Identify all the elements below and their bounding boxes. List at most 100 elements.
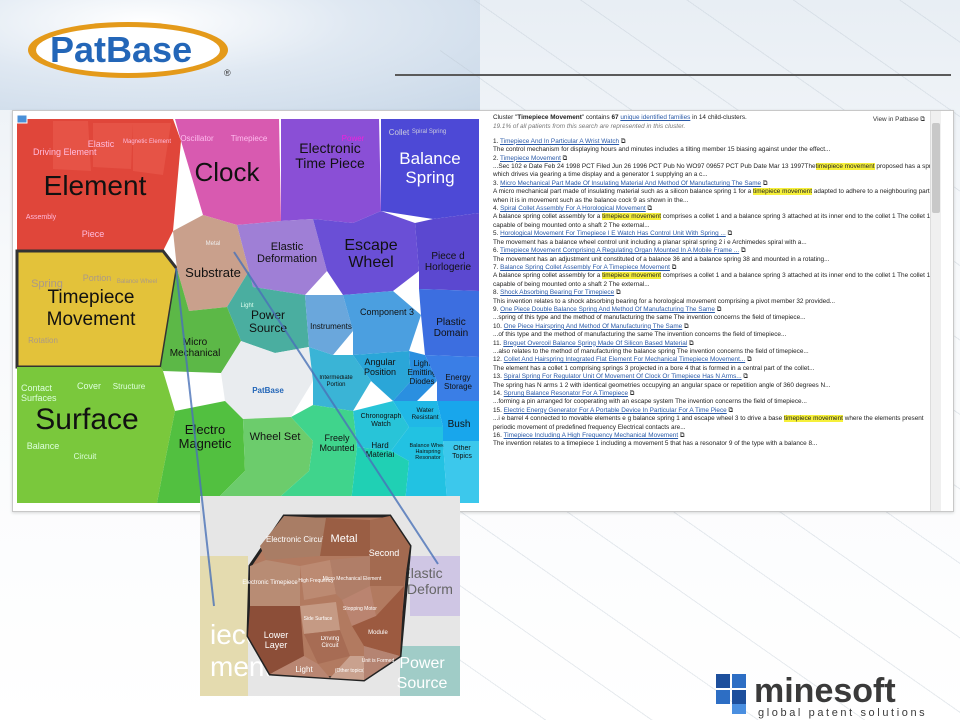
result-title-link[interactable]: Shock Absorbing Bearing For Timepiece [500, 289, 615, 297]
result-number: 8. [493, 289, 499, 297]
result-title-link[interactable]: Timepiece Movement [500, 154, 561, 162]
external-link-icon[interactable]: ⧉ [743, 373, 748, 381]
sub-oscillator: Oscillator [180, 134, 214, 143]
inset-outside-source: Source [397, 675, 448, 692]
minesoft-logo: minesoft global patent solutions [716, 672, 927, 719]
external-link-icon[interactable]: ⧉ [740, 247, 746, 255]
inset-cell-unit-is-formed [364, 646, 400, 680]
result-number: 16. [493, 432, 502, 440]
cluster-label-micro-mechanical: Micro Mechanical [169, 337, 221, 359]
cluster-label-electro-magnetic: Electro Magnetic [178, 423, 232, 451]
result-number: 5. [493, 230, 499, 238]
cluster-center-patbase[interactable] [221, 341, 313, 419]
result-item: 3. Micro Mechanical Part Made Of Insulat… [493, 180, 941, 205]
sub-power: Power [342, 134, 365, 143]
cluster-surface[interactable] [17, 367, 175, 503]
result-number: 13. [493, 373, 502, 381]
result-title-link[interactable]: Micro Mechanical Part Made Of Insulating… [500, 179, 762, 187]
external-link-icon[interactable]: ⧉ [716, 305, 722, 313]
cluster-label-freely-mounted: Freely Mounted [319, 433, 355, 453]
external-link-icon[interactable]: ⧉ [629, 390, 635, 397]
external-link-icon: ⧉ [920, 116, 925, 123]
external-link-icon[interactable]: ⧉ [647, 205, 653, 213]
result-title-link[interactable]: One Piece Double Balance Spring And Meth… [500, 305, 715, 313]
patbase-logo-text: PatBase [50, 29, 192, 70]
cluster-clock[interactable] [175, 119, 281, 225]
sub-elastic: Elastic [88, 139, 115, 149]
svg-text:Stopping Motor: Stopping Motor [343, 606, 377, 612]
cluster-label-escape-wheel: Escape Wheel [344, 237, 398, 271]
cluster-label-chronograph-watch: Chronograph Watch [360, 413, 402, 428]
cluster-label-electronic-time-piece: Electronic Time Piece [295, 141, 365, 171]
result-title-link[interactable]: Balance Spring Collet Assembly For A Tim… [500, 263, 670, 271]
external-link-icon[interactable]: ⧉ [762, 179, 768, 187]
result-title-link[interactable]: Breguet Overcoil Balance Spring Made Of … [503, 339, 688, 347]
external-link-icon[interactable]: ⧉ [615, 289, 621, 297]
result-title-link[interactable]: Timepiece And In Particular A Wrist Watc… [500, 137, 620, 145]
cluster-label-instruments: Instruments [310, 322, 352, 331]
sub-portion: Portion [83, 273, 112, 283]
result-description: A micro mechanical part made of insulati… [493, 188, 930, 204]
sub-piece: Piece [82, 229, 105, 239]
result-title-link[interactable]: One Piece Hairspring And Method Of Manuf… [503, 322, 683, 330]
result-title-link[interactable]: Timepiece Including A High Frequency Mec… [503, 432, 679, 440]
scrollbar[interactable] [930, 111, 941, 511]
cluster-label-element: Element [44, 170, 147, 201]
result-title-link[interactable]: Horological Movement For Timepiece I E W… [500, 230, 726, 238]
result-description: This invention relates to a shock absorb… [493, 297, 836, 305]
result-title-link[interactable]: Spiral Collet Assembly For A Horological… [500, 205, 646, 213]
families-link[interactable]: unique identified families [620, 114, 691, 121]
result-number: 6. [493, 247, 499, 255]
sub-cover: Cover [77, 381, 101, 391]
scrollbar-thumb[interactable] [932, 123, 940, 213]
result-description: ...also relates to the method of manufac… [493, 347, 809, 355]
family-count: 67 [611, 114, 619, 121]
result-item: 11. Breguet Overcoil Balance Spring Made… [493, 340, 941, 357]
search-highlight: timepiece movement [753, 188, 812, 196]
result-description: ...forming a pin arranged for cooperatin… [493, 398, 807, 406]
external-link-icon[interactable]: ⧉ [727, 230, 733, 238]
result-item: 8. Shock Absorbing Bearing For Timepiece… [493, 289, 941, 306]
cluster-treemap[interactable]: Driving Element Elastic Magnetic Element… [13, 111, 485, 511]
svg-text:Module: Module [368, 630, 388, 636]
external-link-icon[interactable]: ⧉ [747, 356, 752, 364]
cluster-name: Timepiece Movement [517, 114, 582, 121]
external-link-icon[interactable]: ⧉ [688, 339, 694, 347]
view-in-patbase-link[interactable]: View in Patbase ⧉ [872, 116, 925, 123]
external-link-icon[interactable]: ⧉ [679, 432, 685, 440]
window-icon[interactable] [16, 114, 28, 124]
result-number: 1. [493, 137, 499, 145]
result-number: 12. [493, 356, 502, 364]
inset-cell-micro-mechanical-element [330, 556, 370, 600]
cluster-summary: Cluster "Timepiece Movement" contains 67… [493, 114, 747, 121]
result-description: The invention relates to a timepiece 1 i… [493, 440, 818, 448]
cluster-balance-spring[interactable] [381, 119, 479, 219]
inset-cell-side-surface [300, 602, 340, 634]
cluster-label-other-topics: Other Topics [452, 445, 472, 460]
result-title-link[interactable]: Spiral Spring For Regulator Unit Of Move… [503, 373, 742, 381]
registered-mark: ® [224, 68, 231, 78]
cluster-bush[interactable] [437, 401, 479, 441]
result-number: 15. [493, 406, 502, 414]
cluster-label-substrate: Substrate [185, 265, 241, 280]
external-link-icon[interactable]: ⧉ [728, 406, 734, 414]
cluster-label-balance-spring: Balance Spring [399, 149, 461, 187]
external-link-icon[interactable]: ⧉ [562, 154, 568, 162]
cluster-label-bush: Bush [448, 419, 471, 430]
result-title-link[interactable]: Sprung Balance Resonator For A Timepiece [503, 390, 629, 397]
svg-text:Unit is Formed: Unit is Formed [362, 658, 395, 664]
result-title-link[interactable]: Electric Energy Generator For A Portable… [503, 406, 727, 414]
cluster-electronic-time-piece[interactable] [281, 119, 381, 223]
result-title-link[interactable]: Timepiece Movement Comprising A Regulati… [500, 247, 740, 255]
external-link-icon[interactable]: ⧉ [671, 263, 677, 271]
result-item: 10. One Piece Hairspring And Method Of M… [493, 323, 941, 340]
external-link-icon[interactable]: ⧉ [620, 137, 626, 145]
result-title-link[interactable]: Collet And Hairspring Integrated Flat El… [503, 356, 746, 364]
result-description: ...spring of this type and the method of… [493, 314, 806, 322]
external-link-icon[interactable]: ⧉ [684, 322, 689, 330]
minesoft-tagline: global patent solutions [758, 707, 927, 719]
result-description: ...i e barrel 4 connected to movable ele… [493, 415, 924, 431]
inset-outside-power: Power [399, 655, 445, 672]
cluster-other-topics[interactable] [443, 441, 479, 503]
svg-text:Second: Second [369, 548, 400, 558]
